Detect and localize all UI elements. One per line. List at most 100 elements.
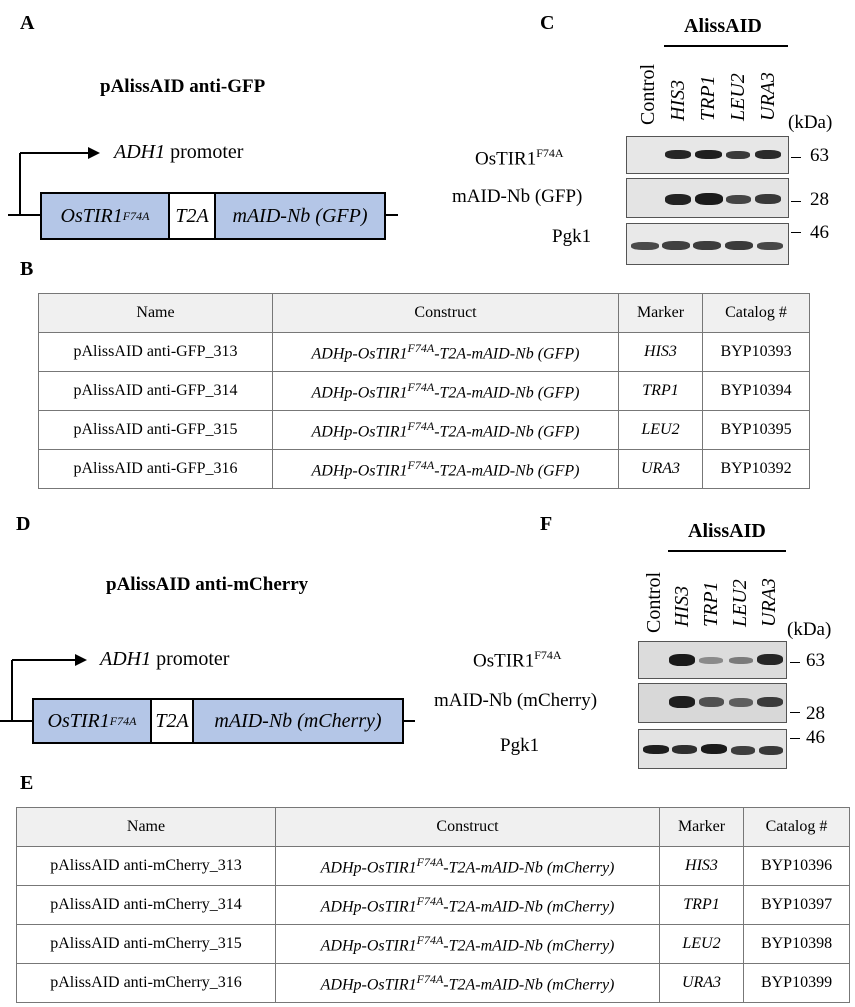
band <box>757 242 783 250</box>
band <box>729 698 753 707</box>
panel-label-b: B <box>20 258 34 280</box>
cell-construct: ADHp-OsTIR1F74A-T2A-mAID-Nb (GFP) <box>272 410 619 450</box>
cell-name: pAlissAID anti-mCherry_316 <box>16 963 276 1003</box>
mw-tick <box>791 201 801 202</box>
panel-label-e: E <box>20 772 34 794</box>
table-row: pAlissAID anti-mCherry_314 ADHp-OsTIR1F7… <box>16 885 850 925</box>
cell-name: pAlissAID anti-GFP_313 <box>38 332 273 372</box>
lane-label-control: Control <box>643 571 665 633</box>
band <box>726 151 750 159</box>
band <box>693 241 721 250</box>
lane-label-leu2: LEU2 <box>727 73 749 121</box>
cell-catalog: BYP10395 <box>702 410 810 450</box>
column-header: Marker <box>618 293 703 333</box>
blot-label-pgk1-gfp: Pgk1 <box>552 226 592 247</box>
column-header: Construct <box>275 807 660 847</box>
band <box>755 194 781 204</box>
table-row: pAlissAID anti-GFP_313 ADHp-OsTIR1F74A-T… <box>38 332 810 372</box>
cell-name: pAlissAID anti-GFP_316 <box>38 449 273 489</box>
band <box>672 745 697 754</box>
table-row: pAlissAID anti-GFP_315 ADHp-OsTIR1F74A-T… <box>38 410 810 450</box>
gene-box-nb-gfp: mAID-Nb (GFP) <box>214 192 386 240</box>
band <box>695 193 723 205</box>
band <box>695 150 722 159</box>
blot-pgk1-mcherry <box>638 729 787 769</box>
cell-construct: ADHp-OsTIR1F74A-T2A-mAID-Nb (mCherry) <box>275 846 660 886</box>
group-bracket-mcherry <box>668 550 786 552</box>
table-row: pAlissAID anti-mCherry_316 ADHp-OsTIR1F7… <box>16 963 850 1003</box>
panel-label-f: F <box>540 513 553 535</box>
band <box>643 745 669 754</box>
band <box>665 194 691 205</box>
band <box>701 744 727 754</box>
cell-construct: ADHp-OsTIR1F74A-T2A-mAID-Nb (GFP) <box>272 449 619 489</box>
mw-tick <box>790 712 800 713</box>
band <box>662 241 690 250</box>
lane-label-ura3: URA3 <box>758 578 780 627</box>
mw-marker: 28 <box>806 703 825 724</box>
cell-marker: LEU2 <box>659 924 744 964</box>
lane-label-trp1: TRP1 <box>697 75 719 121</box>
table-row: pAlissAID anti-mCherry_315 ADHp-OsTIR1F7… <box>16 924 850 964</box>
band <box>699 657 723 664</box>
group-title-alissaid-gfp: AlissAID <box>684 15 762 37</box>
band <box>726 195 751 204</box>
cell-marker: HIS3 <box>618 332 703 372</box>
mw-tick <box>791 157 801 158</box>
group-bracket-gfp <box>664 45 788 47</box>
mw-tick <box>790 738 800 739</box>
plasmid-title-gfp: pAlissAID anti-GFP <box>100 76 266 97</box>
blot-label-ostir1-gfp: OsTIR1F74A <box>475 146 564 170</box>
mw-marker: 63 <box>810 145 829 166</box>
promoter-label-gfp: ADH1 promoter <box>114 141 244 163</box>
cell-catalog: BYP10399 <box>743 963 850 1003</box>
cell-catalog: BYP10393 <box>702 332 810 372</box>
blot-nb-gfp <box>626 178 789 218</box>
column-header: Catalog # <box>743 807 850 847</box>
lane-label-trp1: TRP1 <box>700 581 722 627</box>
column-header: Construct <box>272 293 619 333</box>
band <box>729 657 753 664</box>
cell-catalog: BYP10394 <box>702 371 810 411</box>
blot-ostir1-gfp <box>626 136 789 174</box>
mw-marker: 63 <box>806 650 825 671</box>
cell-catalog: BYP10396 <box>743 846 850 886</box>
cell-name: pAlissAID anti-mCherry_314 <box>16 885 276 925</box>
gene-box-t2a-gfp: T2A <box>168 192 216 240</box>
band <box>757 654 783 665</box>
panel-label-a: A <box>20 12 35 34</box>
kda-label-mcherry: (kDa) <box>787 619 832 640</box>
cell-construct: ADHp-OsTIR1F74A-T2A-mAID-Nb (GFP) <box>272 332 619 372</box>
band <box>731 746 755 755</box>
lane-label-his3: HIS3 <box>671 585 693 627</box>
cell-marker: HIS3 <box>659 846 744 886</box>
panel-label-d: D <box>16 513 31 535</box>
mw-marker: 28 <box>810 189 829 210</box>
cell-name: pAlissAID anti-mCherry_315 <box>16 924 276 964</box>
blot-nb-mcherry <box>638 683 787 723</box>
table-row: pAlissAID anti-GFP_314 ADHp-OsTIR1F74A-T… <box>38 371 810 411</box>
table-gfp: Name Construct Marker Catalog # pAlissAI… <box>38 293 810 489</box>
promoter-label-mcherry: ADH1 promoter <box>100 648 230 670</box>
cell-marker: LEU2 <box>618 410 703 450</box>
cell-marker: URA3 <box>659 963 744 1003</box>
band <box>755 150 781 159</box>
cell-catalog: BYP10398 <box>743 924 850 964</box>
cell-construct: ADHp-OsTIR1F74A-T2A-mAID-Nb (mCherry) <box>275 885 660 925</box>
column-header: Marker <box>659 807 744 847</box>
gene-box-nb-mcherry: mAID-Nb (mCherry) <box>192 698 404 744</box>
blot-ostir1-mcherry <box>638 641 787 679</box>
cell-marker: TRP1 <box>659 885 744 925</box>
band <box>699 697 724 707</box>
table-header-row: Name Construct Marker Catalog # <box>38 293 810 333</box>
lane-label-control: Control <box>637 63 659 125</box>
lane-label-his3: HIS3 <box>667 79 689 121</box>
table-row: pAlissAID anti-mCherry_313 ADHp-OsTIR1F7… <box>16 846 850 886</box>
table-mcherry: Name Construct Marker Catalog # pAlissAI… <box>16 807 850 1003</box>
column-header: Catalog # <box>702 293 810 333</box>
band <box>669 654 695 666</box>
mw-marker: 46 <box>810 222 829 243</box>
blot-label-nb-mcherry: mAID-Nb (mCherry) <box>434 690 598 711</box>
promoter-arrow-gfp <box>8 147 398 216</box>
